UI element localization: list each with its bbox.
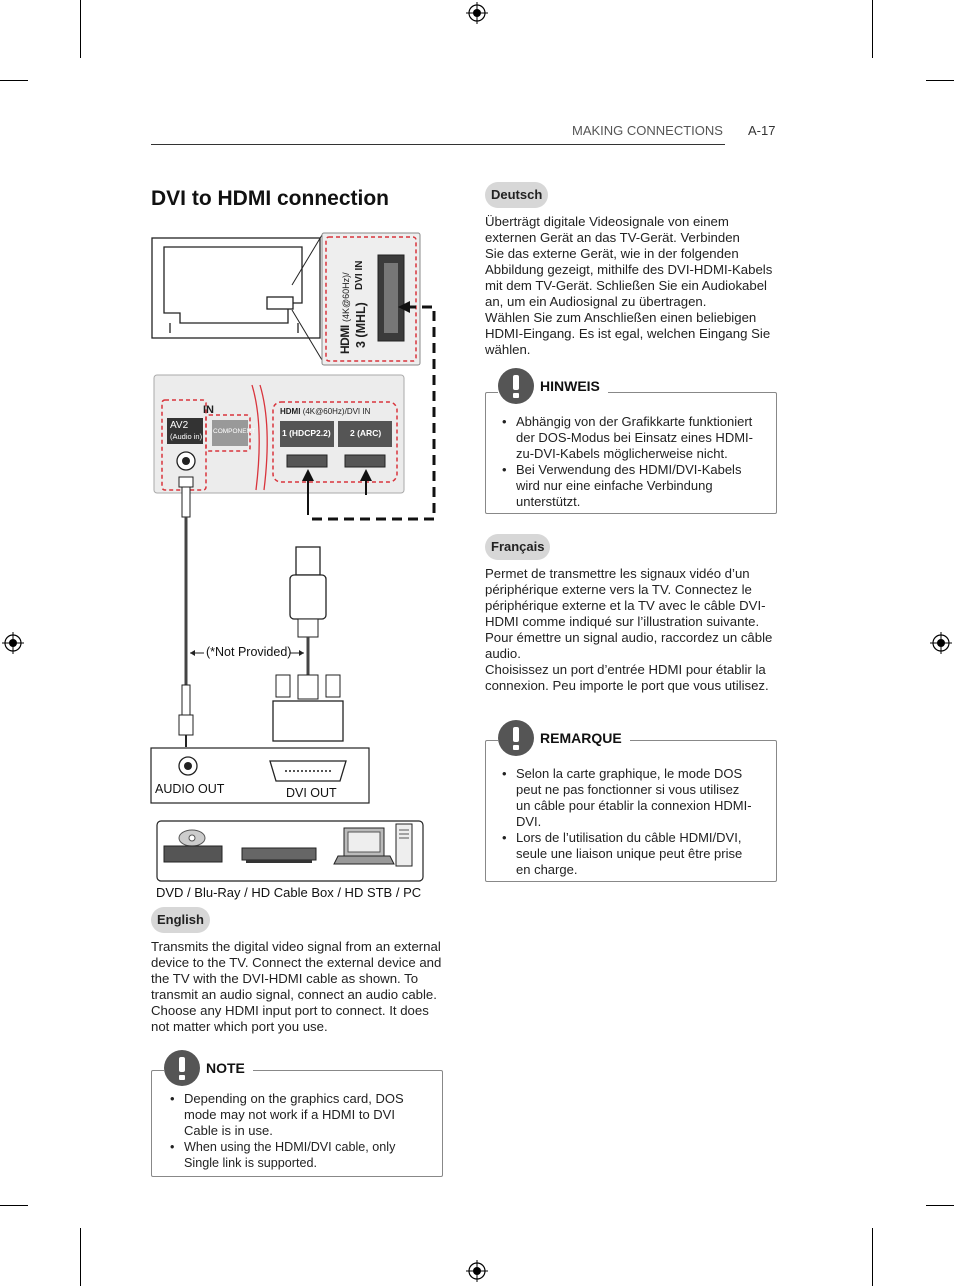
crop-mark	[80, 0, 81, 58]
english-note-list: Depending on the graphics card, DOS mode…	[168, 1091, 434, 1171]
registration-mark-icon	[930, 632, 952, 654]
english-note-header: NOTE	[164, 1050, 253, 1086]
tv-port-label-group: HDMI (4K@60Hz)/ 3 (MHL) DVI IN	[330, 244, 374, 356]
francais-text: Permet de transmettre les signaux vidéo …	[485, 566, 773, 693]
hdmi1-label: 1 (HDCP2.2)	[282, 428, 331, 438]
crop-mark	[872, 1228, 873, 1286]
hdmi-header: HDMI (4K@60Hz)/DVI IN	[280, 407, 370, 416]
component-label: COMPONENT	[213, 428, 256, 435]
registration-mark-icon	[466, 1260, 488, 1282]
registration-mark-icon	[466, 2, 488, 24]
note-item: Depending on the graphics card, DOS mode…	[168, 1091, 434, 1139]
exclamation-icon	[498, 720, 534, 756]
note-title: REMARQUE	[540, 730, 622, 746]
av2-label: AV2	[170, 420, 189, 431]
crop-mark	[0, 80, 28, 81]
pc-tower-icon	[395, 823, 413, 867]
not-provided-label: (*Not Provided)	[206, 645, 292, 659]
devices-caption: DVD / Blu-Ray / HD Cable Box / HD STB / …	[156, 885, 422, 900]
crop-mark	[80, 1228, 81, 1286]
language-label-francais: Français	[485, 534, 551, 560]
tv-port-sub: (4K@60Hz)/	[341, 272, 351, 322]
note-item: Selon la carte graphique, le mode DOS pe…	[500, 766, 770, 830]
page-title: DVI to HDMI connection	[151, 187, 389, 210]
language-label-english: English	[151, 907, 210, 933]
deutsch-text: Überträgt digitale Videosignale von eine…	[485, 214, 773, 357]
exclamation-icon	[164, 1050, 200, 1086]
deutsch-note-header: HINWEIS	[498, 368, 608, 404]
crop-mark	[926, 80, 954, 81]
header-rule	[151, 144, 725, 145]
page-number: A-17	[748, 123, 776, 138]
hdmi2-label: 2 (ARC)	[350, 428, 382, 438]
dvi-out-label: DVI OUT	[286, 786, 337, 800]
francais-note-list: Selon la carte graphique, le mode DOS pe…	[500, 766, 770, 878]
tv-port-label: 3 (MHL)	[354, 302, 368, 348]
hdmi-logo-small: HDMI	[280, 407, 301, 416]
source-devices-illustration	[156, 820, 424, 882]
panel-in-label: IN	[203, 404, 214, 416]
francais-note-header: REMARQUE	[498, 720, 630, 756]
exclamation-icon	[498, 368, 534, 404]
tv-back-outline	[151, 237, 321, 339]
registration-mark-icon	[2, 632, 24, 654]
section-header: MAKING CONNECTIONS	[572, 123, 723, 138]
crop-mark	[872, 0, 873, 58]
tv-port-dvi: DVI IN	[354, 260, 365, 290]
note-item: Lors de l’utilisation du câble HDMI/DVI,…	[500, 830, 770, 878]
set-top-box-icon	[241, 847, 317, 863]
note-title: HINWEIS	[540, 378, 600, 394]
audio-in-label: (Audio in)	[170, 432, 203, 441]
hdmi-logo: HDMI	[338, 325, 352, 354]
connection-diagram	[150, 232, 436, 804]
language-label-deutsch: Deutsch	[485, 182, 549, 208]
english-text: Transmits the digital video signal from …	[151, 939, 442, 1034]
note-title: NOTE	[206, 1060, 245, 1076]
crop-mark	[926, 1205, 954, 1206]
laptop-icon	[333, 827, 395, 865]
dvd-player-icon	[163, 829, 223, 863]
audio-out-label: AUDIO OUT	[155, 782, 225, 796]
note-item: Abhängig von der Grafikkarte funktionier…	[500, 414, 770, 462]
note-item: When using the HDMI/DVI cable, only Sing…	[168, 1139, 434, 1171]
note-item: Bei Verwendung des HDMI/DVI-Kabels wird …	[500, 462, 770, 510]
deutsch-note-list: Abhängig von der Grafikkarte funktionier…	[500, 414, 770, 510]
hdmi-header-text: (4K@60Hz)/DVI IN	[302, 407, 371, 416]
crop-mark	[0, 1205, 28, 1206]
